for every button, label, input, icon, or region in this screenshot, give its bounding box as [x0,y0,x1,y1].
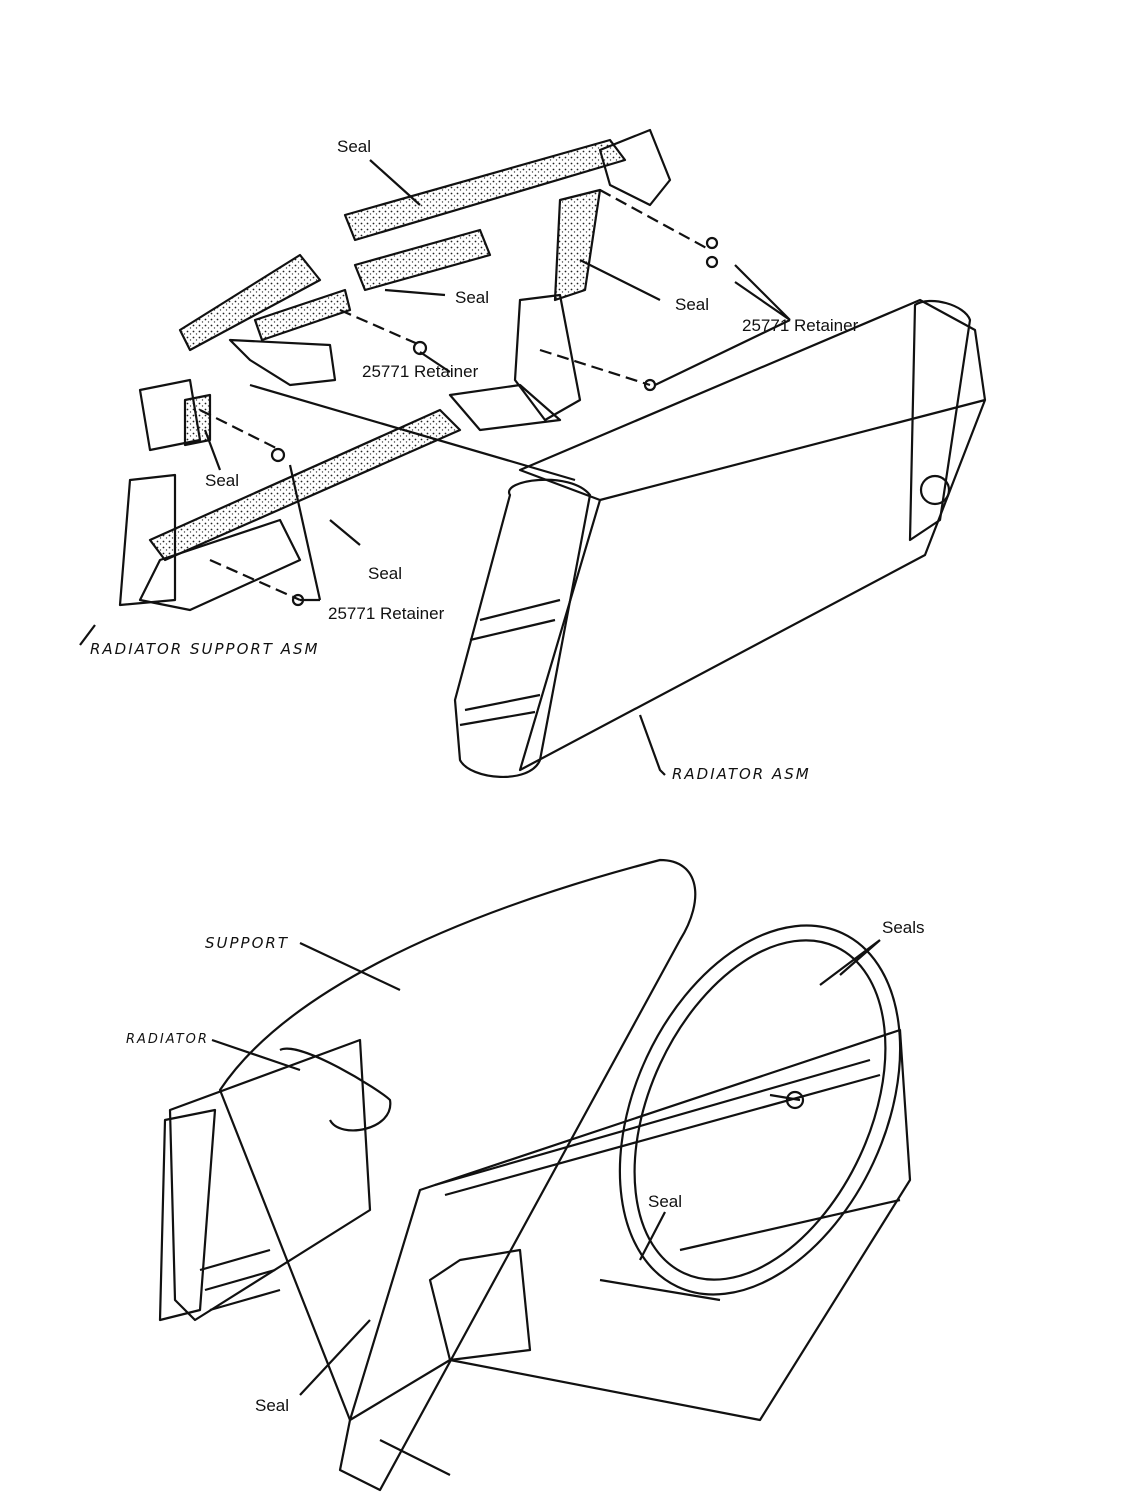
radiator-core [518,298,987,772]
seal-upper-long [343,138,627,242]
seal-block-mid [353,228,492,292]
label-seal-top: Seal [337,137,372,156]
label-support: SUPPORT [205,934,289,952]
seal-block-left [253,288,352,342]
shroud [348,1028,912,1422]
support-panel [218,858,697,1492]
label-radiator: RADIATOR [126,1032,209,1047]
label-seal-mid: Seal [455,288,490,307]
radiator-bottom [168,1038,392,1322]
label-retainer-lower: 25771 Retainer [328,604,445,623]
label-seal-lower: Seal [368,564,403,583]
seal-lower-long [148,408,462,562]
label-seal-bottom: Seal [255,1396,290,1415]
radiator-tank-right [908,300,972,542]
label-radiator-asm: RADIATOR ASM [672,765,811,783]
seal-vertical [553,188,602,302]
label-seal-right: Seal [675,295,710,314]
radiator-tank-left [453,478,592,779]
label-retainer-right: 25771 Retainer [742,316,859,335]
label-radiator-support-asm: RADIATOR SUPPORT ASM [90,640,320,658]
shroud-ring [618,924,902,1296]
label-seal-left: Seal [205,471,240,490]
support-frame [118,128,672,612]
label-retainer-center: 25771 Retainer [362,362,479,381]
label-seals: Seals [882,918,925,937]
seal-upper-left [178,253,322,352]
radiator-tank-bottom [158,1108,217,1322]
label-seal-shroud: Seal [648,1192,683,1211]
